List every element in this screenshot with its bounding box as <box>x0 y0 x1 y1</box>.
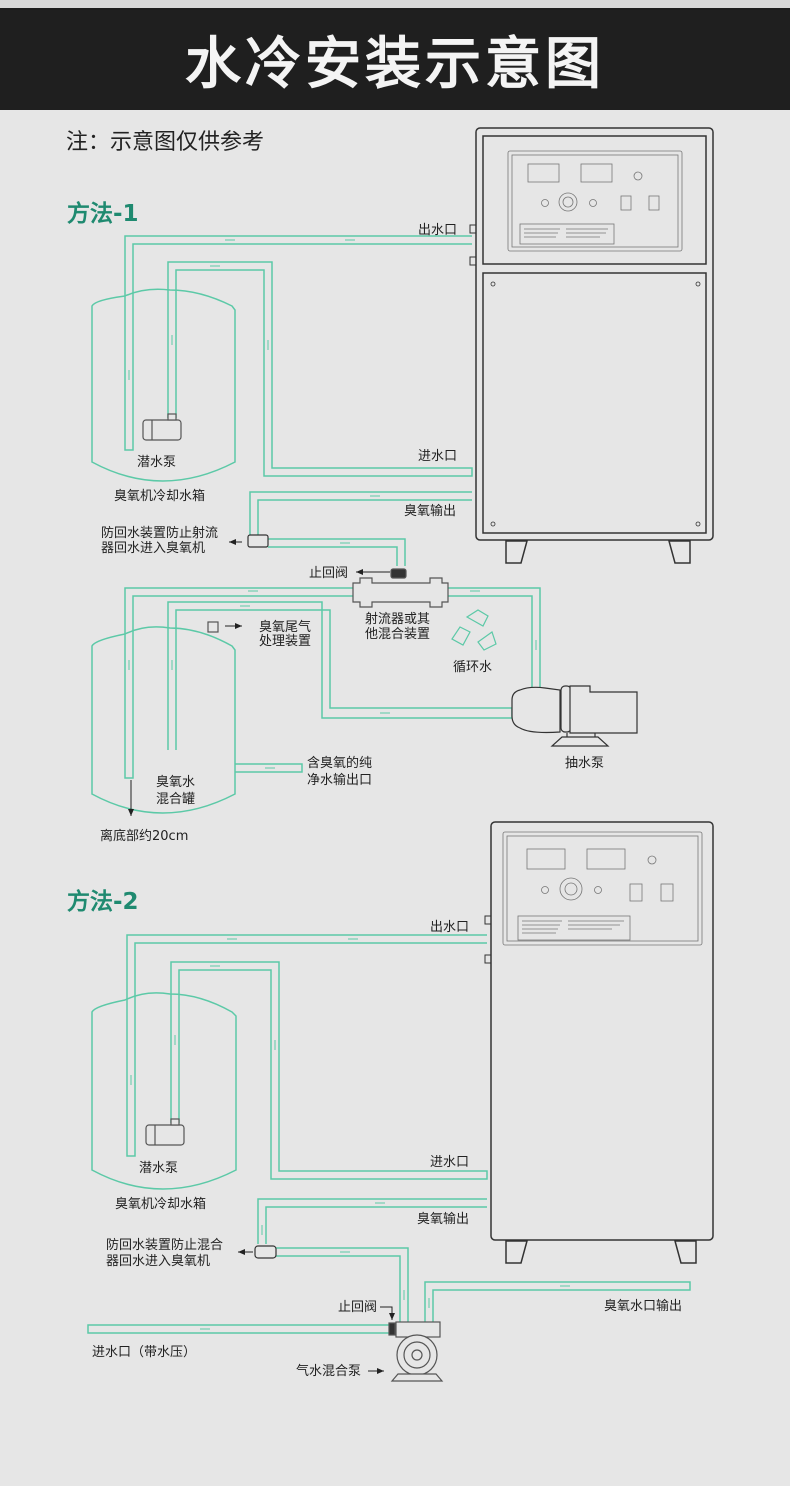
method-1-pipes <box>91 235 541 814</box>
page-title: 水冷安装示意图 <box>185 31 605 97</box>
label-ozone-output: 臭氧输出 <box>404 503 456 519</box>
label-circulating-water: 循环水 <box>453 660 492 675</box>
machine-foot <box>505 1240 528 1264</box>
control-panel-2 <box>502 831 703 946</box>
ejector-mixer <box>352 568 449 608</box>
label-cooling-tank-2: 臭氧机冷却水箱 <box>115 1196 206 1212</box>
label-submersible-pump: 潜水泵 <box>137 455 176 470</box>
submersible-pump-1 <box>142 413 182 441</box>
pointer-arrows-1 <box>128 539 390 816</box>
disclaimer-note: 注：示意图仅供参考 <box>66 130 265 155</box>
water-pump <box>511 685 638 747</box>
label-water-outlet-2: 出水口 <box>430 920 469 935</box>
label-backflow-device-2: 器回水进入臭氧机 <box>101 541 205 556</box>
top-strip <box>0 0 790 8</box>
label-pure-water-2: 净水输出口 <box>307 772 372 788</box>
check-valve-1 <box>390 568 407 579</box>
label-submersible-pump-2: 潜水泵 <box>139 1161 178 1176</box>
recycle-icon <box>451 609 497 651</box>
label-backflow-device-m2: 防回水装置防止混合 <box>106 1237 223 1253</box>
label-mixing-tank-2: 混合罐 <box>156 792 195 807</box>
label-ejector-2: 他混合装置 <box>365 627 430 642</box>
label-check-valve: 止回阀 <box>309 566 348 581</box>
machine-foot <box>668 540 691 564</box>
label-water-outlet: 出水口 <box>418 223 457 238</box>
label-tail-gas-2: 处理装置 <box>259 634 311 649</box>
title-banner: 水冷安装示意图 <box>0 8 790 110</box>
control-panel <box>507 150 683 252</box>
flow-arrows-2 <box>130 938 570 1330</box>
label-ozone-output-2: 臭氧输出 <box>417 1211 469 1227</box>
method-2-heading: 方法-2 <box>67 889 139 915</box>
method-2-labels: 出水口 进水口 臭氧输出 潜水泵 臭氧机冷却水箱 防回水装置防止混合 器回水进入… <box>92 920 682 1379</box>
label-pure-water: 含臭氧的纯 <box>307 755 372 771</box>
label-ejector: 射流器或其 <box>365 611 430 627</box>
label-gas-water-pump: 气水混合泵 <box>296 1363 361 1379</box>
check-valve-2 <box>388 1322 396 1336</box>
label-pump: 抽水泵 <box>565 756 604 771</box>
label-water-inlet-2: 进水口 <box>430 1155 469 1170</box>
method-1-labels: 出水口 进水口 臭氧输出 潜水泵 臭氧机冷却水箱 防回水装置防止射流 器回水进入… <box>100 223 604 844</box>
label-backflow-device: 防回水装置防止射流 <box>101 525 218 541</box>
ozone-machine-1 <box>469 127 714 564</box>
gas-water-mixing-pump <box>388 1321 444 1382</box>
label-cooling-tank: 臭氧机冷却水箱 <box>114 488 205 504</box>
flow-arrows-1 <box>128 239 537 769</box>
label-tail-gas: 臭氧尾气 <box>259 619 311 635</box>
label-ozone-water-output: 臭氧水口输出 <box>604 1298 682 1314</box>
submersible-pump-2 <box>145 1118 185 1146</box>
label-check-valve-2: 止回阀 <box>338 1300 377 1315</box>
label-inlet-with-pressure: 进水口（带水压） <box>92 1345 196 1360</box>
label-water-inlet: 进水口 <box>418 449 457 464</box>
label-backflow-device-m2-2: 器回水进入臭氧机 <box>106 1254 210 1269</box>
machine-foot <box>674 1240 697 1264</box>
machine-foot <box>505 540 528 564</box>
tail-gas-valve <box>207 621 219 633</box>
label-bottom-distance: 离底部约20cm <box>100 828 188 844</box>
method-1-heading: 方法-1 <box>67 201 139 227</box>
backflow-preventer-2 <box>254 1245 277 1259</box>
pointer-arrows-2 <box>238 1249 395 1374</box>
ozone-machine-2 <box>484 821 714 1264</box>
label-mixing-tank: 臭氧水 <box>156 775 195 790</box>
backflow-preventer-1 <box>247 534 269 548</box>
